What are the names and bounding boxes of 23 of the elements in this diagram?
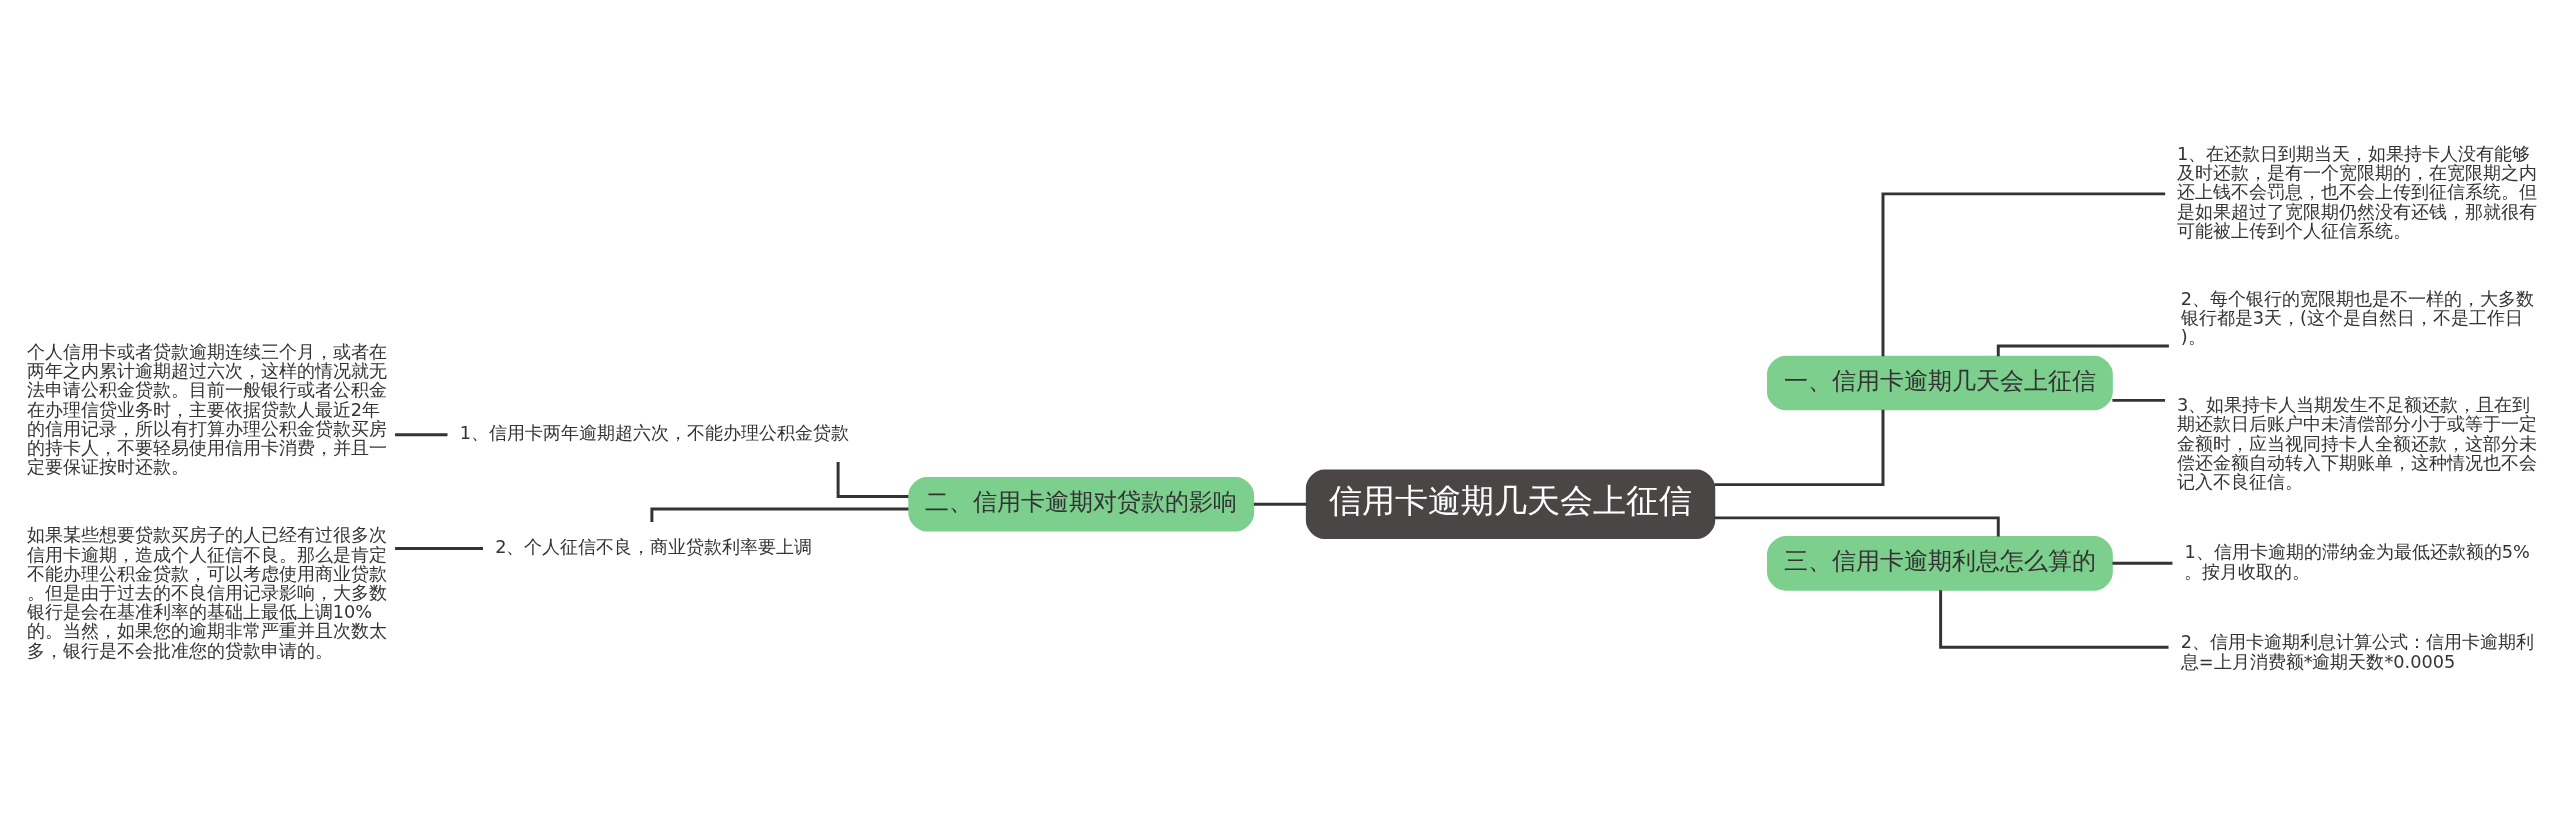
node-text: 个人信用卡或者贷款逾期连续三个月，或者在两年之内累计逾期超过六次，这样的情况就无法申请公积金贷款。目前一般银行或者公积金在办理信贷业务时，主要依据贷款人最近2年的信用记录，所以有打算办理公积金贷款买房的持卡人，不要轻易使用信用卡消费，并且一定要保证按时还款。: [26, 341, 387, 477]
node-text: 3、如果持卡人当期发生不足额还款，且在到期还款日后账户中未清偿部分小于或等于一定金额时，应当视同持卡人全额还款，这部分未偿还金额自动转入下期账单，这种情况也不会记入不良征信。: [2177, 394, 2538, 492]
node-text: 2、个人征信不良，商业贷款利率要上调: [495, 536, 813, 557]
node-text: 1、信用卡两年逾期超六次，不能办理公积金贷款: [459, 422, 850, 443]
connector: [2112, 398, 2166, 402]
node-text: 2、信用卡逾期利息计算公式：信用卡逾期利息=上月消费额*逾期天数*0.0005: [2180, 631, 2535, 672]
connector: [395, 546, 484, 550]
node-box: 一、信用卡逾期几天会上征信: [1766, 355, 2113, 410]
connector: [2112, 561, 2173, 565]
connector: [1939, 589, 2169, 649]
node-text: 1、信用卡逾期的滞纳金为最低还款额的5%。按月收取的。: [2184, 541, 2530, 582]
node-box: 二、信用卡逾期对贷款的影响: [908, 476, 1255, 532]
connector: [1881, 191, 2166, 356]
connector: [395, 432, 448, 436]
node-text: 2、每个银行的宽限期也是不一样的，大多数银行都是3天，(这个是自然日，不是工作日)。: [2180, 288, 2535, 347]
connector: [1254, 502, 1307, 506]
node-box: 信用卡逾期几天会上征信: [1305, 469, 1716, 539]
connector: [836, 461, 909, 498]
node-text: 如果某些想要贷款买房子的人已经有过很多次信用卡逾期，造成个人征信不良。那么是肯定不能办理公积金贷款，可以考虑使用商业贷款。但是由于过去的不良信用记录影响，大多数银行是会在基准利率的基础上最低上调10%的。当然，如果您的逾期非常严重并且次数太多，银行是不会批准您的贷款申请的。: [26, 524, 387, 661]
connector: [1714, 515, 2000, 536]
node-box: 三、信用卡逾期利息怎么算的: [1766, 535, 2113, 591]
connector: [1714, 409, 1885, 486]
node-text: 1、在还款日到期当天，如果持卡人没有能够及时还款，是有一个宽限期的，在宽限期之内还上钱不会罚息，也不会上传到征信系统。但是如果超过了宽限期仍然没有还钱，那就很有可能被上传到个人征信系统。: [2177, 143, 2538, 241]
